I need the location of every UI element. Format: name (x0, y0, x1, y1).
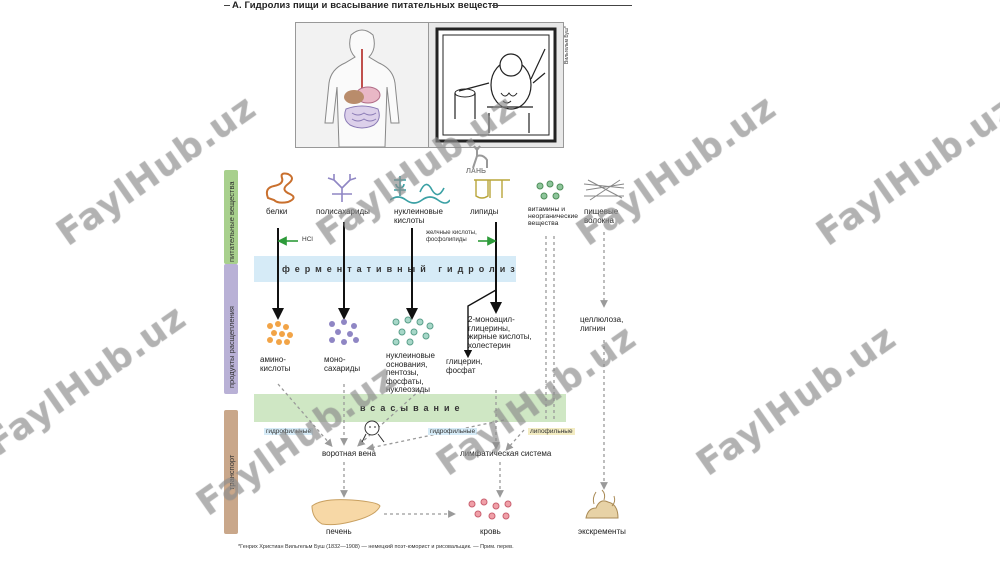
nutrient-fiber: пищевые волокна (584, 207, 619, 225)
hydrolysis-band: ферментативный гидролиз (254, 256, 516, 282)
transport-excrement: экскременты (578, 527, 626, 536)
tag-lipophilic: липофильные (528, 428, 575, 435)
nucleic-products-dots-icon (392, 316, 434, 346)
caricature-panel (428, 22, 564, 148)
annotation-hcl: HCl (302, 236, 313, 243)
product-glycerol: глицерин, фосфат (446, 357, 483, 375)
deer-logo-icon (472, 145, 488, 169)
transport-lymphatic: лимфатическая система (460, 449, 552, 458)
polysaccharide-icon (327, 174, 357, 202)
nutrient-vitamins: витамины и неорганические вещества (528, 206, 579, 227)
product-cellulose: целлюлоза, лигнин (580, 315, 624, 333)
transport-portal-vein: воротная вена (322, 449, 376, 458)
title-rule-right (492, 5, 632, 6)
annotation-bile-acids: желчные кислоты, фосфолипиды (426, 230, 477, 243)
product-nucleic: нуклеиновые основания, пентозы, фосфаты,… (386, 351, 435, 394)
sidebar-band-products: продукты расщепления (224, 264, 238, 394)
product-monosaccharides: моно-сахариды (324, 355, 361, 373)
nutrient-nucleic-acids: нуклеиновые кислоты (394, 207, 443, 225)
sidebar-band-transport: транспорт (224, 410, 238, 534)
product-amino-acids: амино-кислоты (260, 355, 291, 373)
arrow-glycerol (463, 289, 497, 359)
nutrient-lipids: липиды (470, 207, 499, 216)
nucleic-acid-icon (390, 176, 450, 204)
path-lipophilic-lymph (505, 429, 525, 451)
vitamin-icon (536, 180, 564, 200)
watermark-8: FaylHub.uz (689, 316, 904, 485)
path-amino-portal (277, 383, 333, 447)
blood-cells-icon (468, 498, 512, 520)
excrement-icon (585, 489, 619, 519)
fiber-icon (583, 179, 625, 201)
footnote: *Генрих Христиан Вильгельм Буш (1832—190… (238, 544, 514, 550)
watermark-4: FaylHub.uz (809, 86, 1000, 255)
title-rule-left (224, 5, 230, 6)
monosaccharide-dots-icon (329, 319, 359, 345)
flow-arrows (272, 222, 608, 518)
liver-icon (311, 499, 381, 526)
protein-icon (265, 172, 295, 204)
page-title: А. Гидролиз пищи и всасывание питательны… (232, 0, 499, 11)
absorption-label: всасывание (360, 403, 465, 413)
watermark-5: FaylHub.uz (0, 296, 194, 465)
tag-hydrophilic-2: гидрофильные (428, 428, 478, 435)
textbook-page: А. Гидролиз пищи и всасывание питательны… (224, 0, 632, 562)
publisher-logo-text: ЛАНЬ (466, 168, 487, 175)
transport-liver: печень (326, 527, 352, 536)
anatomy-panel (295, 22, 429, 148)
transport-blood: кровь (480, 527, 501, 536)
nutrient-proteins: белки (266, 207, 288, 216)
caricature-illustration (435, 27, 557, 143)
hydrolysis-label: ферментативный гидролиз (282, 264, 520, 274)
lipid-icon (474, 179, 510, 199)
amino-acid-dots-icon (267, 321, 293, 345)
creature-sketch-icon (361, 420, 385, 443)
tag-hydrophilic-1: гидрофильные (264, 428, 314, 435)
product-lipids: 2-моноацил-глицерины, жирные кислоты, хо… (468, 315, 532, 350)
digestive-system-illustration (324, 29, 400, 148)
nutrient-polysaccharides: полисахариды (316, 207, 370, 216)
sidebar-band-nutrients: питательные вещества (224, 170, 238, 264)
